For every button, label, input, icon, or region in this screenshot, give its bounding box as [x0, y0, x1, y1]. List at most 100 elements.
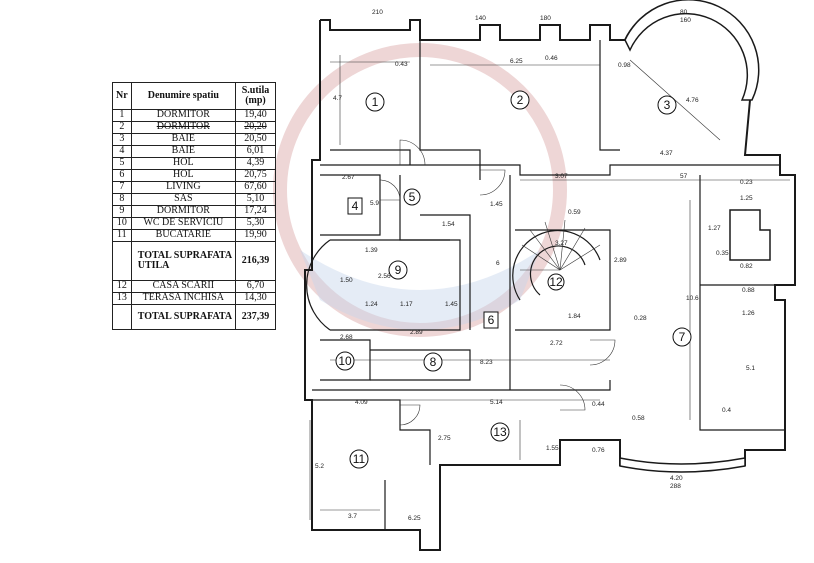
- dim-label: 288: [670, 483, 681, 490]
- dim-label: 4.37: [660, 150, 673, 157]
- row-area: 67,60: [234, 181, 277, 194]
- row-nr: 10: [112, 217, 132, 230]
- row-area: 19,90: [234, 229, 277, 242]
- row-name: LIVING: [130, 181, 236, 194]
- dim-label: 0.43: [395, 61, 408, 68]
- room-number-1: 1: [372, 95, 379, 109]
- dim-label: 1.45: [445, 301, 458, 308]
- dim-label: 0.44: [592, 401, 605, 408]
- row-nr: 3: [112, 133, 132, 146]
- room-marker: [672, 327, 692, 347]
- row-area: 17,24: [234, 205, 277, 218]
- row-area: 5,10: [234, 193, 277, 206]
- row-nr: 9: [112, 205, 132, 218]
- col-header-nr: Nr: [112, 82, 132, 110]
- room-number-8: 8: [430, 355, 437, 369]
- outer-walls: [304, 0, 796, 551]
- dim-label: 0.59: [568, 209, 581, 216]
- row-area: 20,50: [234, 133, 277, 146]
- total-row: TOTAL SUPRAFATA 237,39: [112, 304, 277, 330]
- row-name: HOL: [130, 157, 236, 170]
- row-nr: 1: [112, 109, 132, 122]
- total-label: TOTAL SUPRAFATA: [130, 304, 236, 330]
- dim-label: 0.35: [716, 250, 729, 257]
- dim-label: 5.9: [370, 200, 379, 207]
- room-number-13: 13: [493, 425, 507, 439]
- row-nr: 6: [112, 169, 132, 182]
- row-nr: 8: [112, 193, 132, 206]
- row-name: DORMITOR: [130, 109, 236, 122]
- row-nr: 11: [112, 229, 132, 242]
- spiral-staircase: [512, 219, 601, 301]
- dim-label: 1.25: [740, 195, 753, 202]
- dim-label: 210: [372, 9, 383, 16]
- room-marker: [403, 188, 421, 206]
- row-name: DORMITOR: [130, 121, 236, 134]
- dim-label: 1.54: [442, 221, 455, 228]
- row-area: 19,40: [234, 109, 277, 122]
- dim-label: 10.6: [686, 295, 699, 302]
- room-marker: [349, 449, 369, 469]
- dim-label: 140: [475, 15, 486, 22]
- dim-label: 2.75: [438, 435, 451, 442]
- row-nr: 5: [112, 157, 132, 170]
- dim-label: 6: [496, 260, 500, 267]
- dim-label: 0.82: [740, 263, 753, 270]
- dim-label: 0.46: [545, 55, 558, 62]
- dim-label: 0.88: [742, 287, 755, 294]
- dim-label: 6.25: [408, 515, 421, 522]
- dim-label: 1.27: [708, 225, 721, 232]
- row-name: DORMITOR: [130, 205, 236, 218]
- col-header-area: S.utila (mp): [234, 82, 277, 110]
- total-value: 237,39: [234, 304, 277, 330]
- table-header-row: Nr Denumire spatiu S.utila (mp): [112, 82, 277, 110]
- dim-label: 1.26: [742, 310, 755, 317]
- dim-label: 5.2: [315, 463, 324, 470]
- room-marker: [657, 95, 677, 115]
- row-area: 20,75: [234, 169, 277, 182]
- dim-label: 0.76: [592, 447, 605, 454]
- row-nr: 4: [112, 145, 132, 158]
- dim-label: 4.20: [670, 475, 683, 482]
- dim-label: 8.23: [480, 359, 493, 366]
- dim-label: 3.07: [555, 173, 568, 180]
- row-area: 4,39: [234, 157, 277, 170]
- room-marker: [388, 260, 408, 280]
- col-header-name: Denumire spatiu: [130, 82, 236, 110]
- dim-label: 0.23: [740, 179, 753, 186]
- room-number-6: 6: [488, 313, 495, 327]
- dim-label: 6.25: [510, 58, 523, 65]
- row-name: HOL: [130, 169, 236, 182]
- dim-label: 0.4: [722, 407, 731, 414]
- room-marker: [335, 351, 355, 371]
- dim-label: 2.89: [410, 329, 423, 336]
- dim-label: 4.76: [686, 97, 699, 104]
- dim-label: 3.27: [555, 240, 568, 247]
- room-number-12: 12: [549, 275, 563, 289]
- dim-label: 180: [540, 15, 551, 22]
- dim-label: 2.68: [340, 334, 353, 341]
- room-number-2: 2: [517, 93, 524, 107]
- room-marker: [490, 422, 510, 442]
- total-useful-label: TOTAL SUPRAFATA UTILA: [130, 241, 236, 281]
- dim-label: 0.58: [632, 415, 645, 422]
- dim-label: 3.7: [348, 513, 357, 520]
- room-marker: [347, 197, 363, 215]
- row-nr: 13: [112, 292, 132, 305]
- interior-walls: [306, 40, 785, 530]
- dim-label: 4.09: [355, 399, 368, 406]
- row-area: 6,01: [234, 145, 277, 158]
- dim-label: 1.84: [568, 313, 581, 320]
- row-name: BAIE: [130, 133, 236, 146]
